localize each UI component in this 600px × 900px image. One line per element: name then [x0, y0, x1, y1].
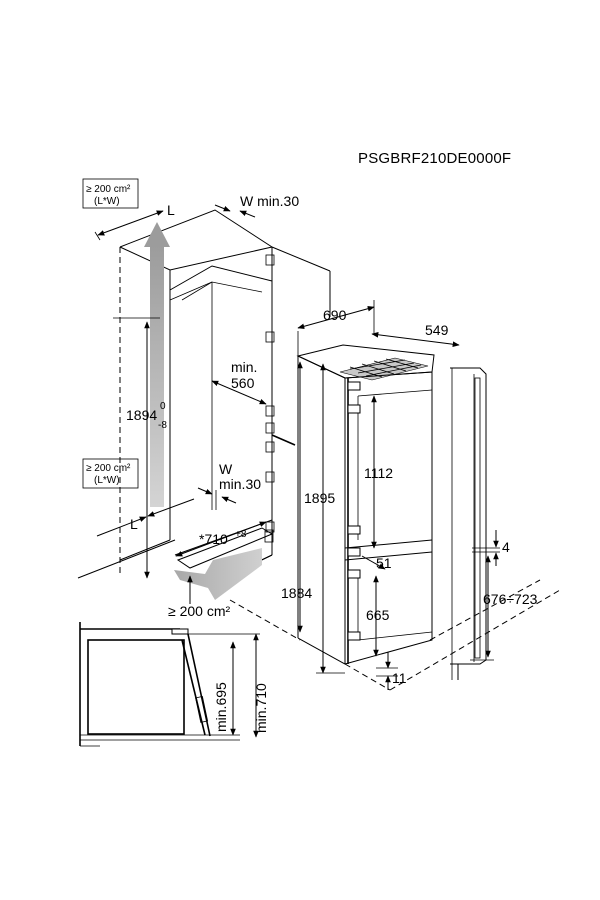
top-grid-pattern	[339, 357, 429, 381]
svg-text:11: 11	[392, 670, 407, 686]
appliance-width-dimension: 549	[371, 322, 460, 347]
appliance-height-niche-dimension: 1884	[281, 361, 312, 633]
svg-text:1112: 1112	[364, 465, 393, 481]
upper-door-dimension: 1112	[364, 395, 393, 549]
svg-text:W min.30: W min.30	[240, 193, 299, 209]
svg-text:≥ 200 cm²: ≥ 200 cm²	[168, 603, 230, 619]
svg-text:0: 0	[160, 401, 166, 412]
door-panel-side	[450, 367, 500, 680]
svg-text:≥ 200 cm²: ≥ 200 cm²	[86, 463, 131, 474]
door-panel-gap-dimension: 4	[493, 530, 510, 566]
appliance-depth-dimension: 690	[297, 300, 375, 356]
svg-text:1895: 1895	[304, 490, 335, 506]
svg-text:L: L	[167, 202, 175, 218]
svg-text:min.: min.	[231, 359, 257, 375]
svg-text:(L*W): (L*W)	[94, 475, 120, 486]
appliance-height-total-dimension: 1895	[304, 363, 345, 674]
bottom-offset-dimension: 11	[376, 652, 407, 690]
svg-text:W: W	[219, 461, 233, 477]
niche-bottom-L-dimension: L	[96, 498, 195, 537]
svg-text:L: L	[130, 516, 138, 532]
svg-text:690: 690	[323, 307, 347, 323]
hinge-icon	[265, 254, 275, 533]
svg-text:*710: *710	[199, 531, 228, 547]
svg-text:51: 51	[376, 555, 392, 571]
niche-height-dimension: 1894 0 -8	[113, 317, 167, 579]
niche-top-W-dimension: W min.30	[214, 193, 299, 218]
svg-text:min.710: min.710	[253, 683, 269, 733]
bottom-ventilation-area: ≥ 200 cm²	[168, 575, 230, 619]
airflow-in-arrow	[174, 548, 262, 600]
detail-min-710-dimension: min.710	[253, 633, 269, 738]
detail-view	[79, 622, 260, 747]
lower-door-dimension: 665	[366, 575, 390, 657]
svg-text:≥ 200 cm²: ≥ 200 cm²	[86, 184, 131, 195]
svg-text:549: 549	[425, 322, 449, 338]
svg-text:676÷723: 676÷723	[483, 591, 538, 607]
svg-text:+8: +8	[235, 529, 247, 540]
airflow-up-arrow	[144, 222, 170, 507]
product-code: PSGBRF210DE0000F	[358, 150, 511, 167]
svg-text:1894: 1894	[126, 407, 157, 423]
svg-text:1884: 1884	[281, 585, 312, 601]
niche-top-L-dimension: L	[94, 202, 175, 241]
appliance-body	[229, 344, 561, 691]
niche-bottom-W-dimension: W min.30	[197, 461, 261, 510]
door-panel-range-dimension: 676÷723	[483, 555, 538, 658]
door-gap-dimension: 51	[361, 555, 392, 571]
svg-text:560: 560	[231, 375, 255, 391]
svg-text:665: 665	[366, 607, 390, 623]
svg-text:(L*W): (L*W)	[94, 196, 120, 207]
svg-text:min.30: min.30	[219, 476, 261, 492]
mid-ventilation-area: ≥ 200 cm² (L*W)	[82, 458, 139, 489]
hinge-icon	[347, 381, 361, 641]
svg-text:-8: -8	[158, 420, 167, 431]
niche-width-dimension: *710 +8	[175, 521, 267, 557]
top-ventilation-area: ≥ 200 cm² (L*W)	[82, 178, 139, 209]
niche-depth-dimension: min. 560	[211, 359, 267, 405]
svg-text:min.695: min.695	[213, 682, 229, 732]
svg-text:4: 4	[502, 539, 510, 555]
detail-min-695-dimension: min.695	[213, 641, 236, 736]
